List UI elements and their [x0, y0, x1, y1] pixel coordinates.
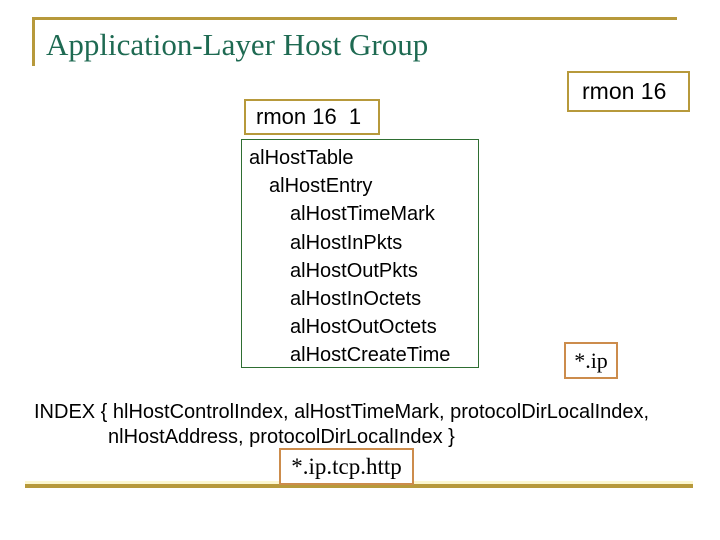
- tree-line: alHostOutOctets: [290, 316, 437, 339]
- tree-line: alHostEntry: [269, 175, 373, 198]
- rmon16-label: rmon 16: [582, 78, 667, 104]
- protocol-ip-box: *.ip: [564, 342, 618, 379]
- index-clause-line1: INDEX { hlHostControlIndex, alHostTimeMa…: [34, 401, 650, 423]
- protocol-ip-tcp-http-box: *.ip.tcp.http: [279, 448, 414, 485]
- slide-title: Application-Layer Host Group: [46, 27, 429, 62]
- tree-line: alHostTable: [249, 147, 354, 169]
- title-left-accent-rule: [32, 17, 35, 66]
- tree-line: alHostInOctets: [290, 288, 422, 311]
- rmon16-oid-box: rmon 16 1: [244, 99, 380, 135]
- rmon16-box: rmon 16: [567, 71, 690, 112]
- alhost-table-tree-box: alHostTable alHostEntry alHostTimeMark a…: [241, 139, 479, 368]
- index-clause-line2: nlHostAddress, protocolDirLocalIndex }: [108, 426, 455, 448]
- index-clause: INDEX { hlHostControlIndex, alHostTimeMa…: [34, 400, 649, 450]
- bottom-gold-rule: [25, 484, 693, 488]
- tree-line: alHostTimeMark: [290, 203, 435, 226]
- rmon16-oid-label: rmon 16 1: [256, 104, 362, 129]
- tree-line: alHostCreateTime: [290, 344, 451, 367]
- protocol-ip-label: *.ip: [574, 347, 608, 373]
- protocol-ip-tcp-http-label: *.ip.tcp.http: [291, 453, 402, 479]
- tree-line: alHostInPkts: [290, 231, 403, 254]
- tree-line: alHostOutPkts: [290, 259, 418, 282]
- top-gold-rule: [32, 17, 677, 20]
